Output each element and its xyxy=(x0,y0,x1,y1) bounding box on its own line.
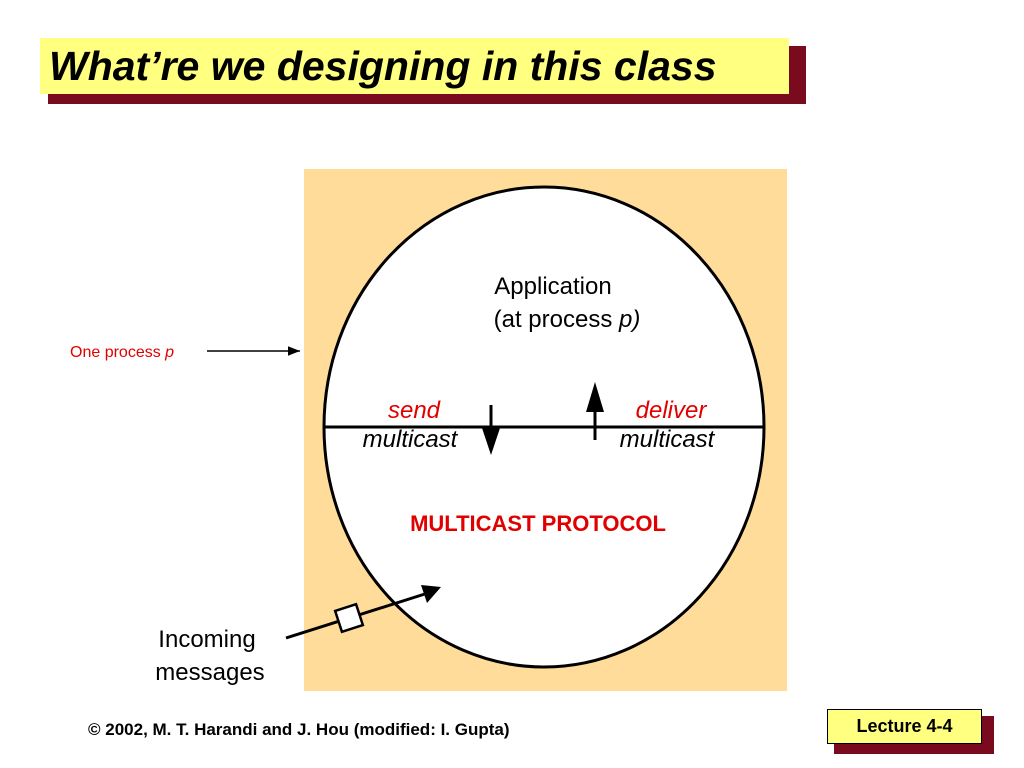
deliver-arrow-head xyxy=(586,382,604,412)
one-process-label: One process p xyxy=(70,344,174,361)
deliver-label: deliver xyxy=(636,397,708,424)
lecture-badge: Lecture 4-4 xyxy=(827,709,982,744)
slide-title: What’re we designing in this class xyxy=(49,42,717,89)
send-arrow-head xyxy=(482,428,500,455)
one-process-prefix: One process xyxy=(70,344,165,361)
send-multicast-label: multicast xyxy=(363,426,459,453)
deliver-multicast-label: multicast xyxy=(620,426,716,453)
incoming-label-line1: Incoming xyxy=(158,626,255,653)
lecture-number: Lecture 4-4 xyxy=(856,716,953,736)
incoming-arrow-head xyxy=(421,585,441,603)
at-process-label: (at process p) xyxy=(494,306,641,333)
copyright-footer: © 2002, M. T. Harandi and J. Hou (modifi… xyxy=(88,720,510,739)
title-box: What’re we designing in this class xyxy=(40,38,789,94)
application-label: Application xyxy=(494,273,611,300)
multicast-protocol-label: MULTICAST PROTOCOL xyxy=(410,511,666,536)
incoming-label-line2: messages xyxy=(155,659,264,686)
message-envelope-icon xyxy=(333,602,365,634)
at-process-var: p) xyxy=(618,306,640,333)
send-label: send xyxy=(388,397,441,424)
at-process-prefix: (at process xyxy=(494,306,619,333)
one-process-var: p xyxy=(164,344,174,361)
